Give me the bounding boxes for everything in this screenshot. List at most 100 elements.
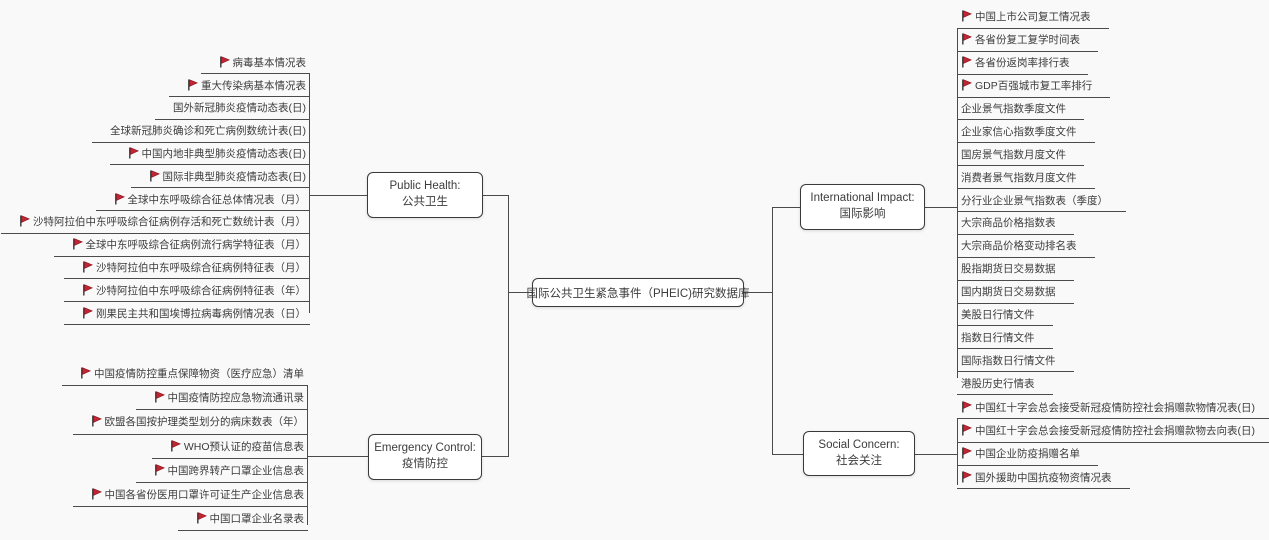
flag-icon [114,192,125,205]
leaf-item[interactable]: 中国疫情防控应急物流通讯录 [135,386,308,411]
leaf-label: 欧盟各国按护理类型划分的病床数表（年） [104,416,305,429]
flag-icon [961,470,972,483]
leaf-item[interactable]: 大宗商品价格变动排名表 [957,235,1095,258]
flag-icon [82,284,93,296]
leaf-item[interactable]: 指数日行情文件 [957,326,1053,350]
connector-emergency-mainrail [482,456,508,458]
branch-label-zh: 社会关注 [836,454,882,467]
leaf-item[interactable]: 美股日行情文件 [957,304,1053,327]
leaf-item[interactable]: 沙特阿拉伯中东呼吸综合征病例存活和死亡数统计表（月） [1,211,310,234]
leaf-label: 沙特阿拉伯中东呼吸综合征病例特征表（月） [96,261,306,274]
connector-emergency-leaves [308,456,368,458]
flag-icon [170,439,181,452]
connector-publichealth-mainrail [483,195,508,197]
leaf-item[interactable]: 欧盟各国按护理类型划分的病床数表（年） [72,410,308,435]
leaf-item[interactable]: 中国各省份医用口罩许可证生产企业信息表 [72,483,308,508]
branch-node-public-health[interactable]: Public Health: 公共卫生 [367,172,483,218]
rail-publichealth-leaves [309,73,311,313]
leaf-item[interactable]: 中国红十字会总会接受新冠疫情防控社会捐赠款物去向表(日) [957,419,1269,443]
leaf-item[interactable]: 企业景气指数季度文件 [957,98,1084,121]
branch-label-en: Public Health: [389,180,461,193]
leaf-item[interactable]: 港股历史行情表 [957,372,1053,396]
leaf-label: 沙特阿拉伯中东呼吸综合征病例存活和死亡数统计表（月） [33,216,306,229]
leaf-label: 中国各省份医用口罩许可证生产企业信息表 [104,489,305,502]
main-rail-left [507,195,509,457]
leaf-item[interactable]: 分行业企业景气指数表（季度） [957,189,1126,213]
leaf-item[interactable]: 中国内地非典型肺炎疫情动态表(日) [109,143,310,166]
flag-icon [91,488,102,500]
leaf-label: 中国内地非典型肺炎疫情动态表(日) [141,147,307,160]
leaf-item[interactable]: 国外新冠肺炎疫情动态表(日) [155,97,310,120]
leaf-label: 指数日行情文件 [961,331,1035,344]
leaf-item[interactable]: 国际指数日行情文件 [957,349,1074,373]
leaf-group-social-concern: 中国红十字会总会接受新冠疫情防控社会捐赠款物情况表(日) 中国红十字会总会接受新冠… [957,396,1269,490]
leaf-label: 重大传染病基本情况表 [201,79,306,92]
leaf-item[interactable]: 中国跨界转产口罩企业信息表 [135,459,308,483]
leaf-label: 国外援助中国抗疫物资情况表 [975,471,1112,484]
leaf-item[interactable]: 全球中东呼吸综合征病例流行病学特征表（月） [53,234,310,257]
branch-label-en: International Impact: [810,192,915,205]
leaf-item[interactable]: 中国口罩企业名录表 [177,507,308,532]
leaf-item[interactable]: 国外援助中国抗疫物资情况表 [957,466,1130,490]
leaf-item[interactable]: WHO预认证的疫苗信息表 [151,435,308,459]
leaf-label: 国际非典型肺炎疫情动态表(日) [162,170,307,183]
leaf-item[interactable]: 中国红十字会总会接受新冠疫情防控社会捐赠款物情况表(日) [957,396,1269,420]
leaf-item[interactable]: 国内期货日交易数据 [957,281,1074,304]
root-node-label: 国际公共卫生紧急事件（PHEIC)研究数据库 [526,287,750,300]
flag-icon [72,238,83,250]
flag-icon [82,306,93,319]
branch-label-zh: 疫情防控 [402,458,448,470]
leaf-item[interactable]: 消费者景气指数月度文件 [957,166,1095,190]
leaf-label: 全球中东呼吸综合征病例流行病学特征表（月） [85,239,307,252]
flag-icon [961,400,972,413]
leaf-item[interactable]: 国房景气指数月度文件 [957,143,1084,167]
leaf-item[interactable]: 全球新冠肺炎确诊和死亡病例数统计表(日) [92,120,310,143]
leaf-label: 中国口罩企业名录表 [209,513,305,526]
leaf-label: 病毒基本情况表 [232,56,307,69]
leaf-item[interactable]: 中国企业防疫捐赠名单 [957,443,1098,466]
leaf-item[interactable]: 重大传染病基本情况表 [169,74,310,97]
leaf-item[interactable]: 企业家信心指数季度文件 [957,120,1095,144]
flag-icon [128,147,139,159]
leaf-label: 分行业企业景气指数表（季度） [961,194,1108,207]
flag-icon [19,215,30,227]
flag-icon [961,33,972,45]
leaf-label: 中国企业防疫捐赠名单 [975,448,1080,461]
leaf-item[interactable]: 中国上市公司复工情况表 [957,6,1109,29]
flag-icon [961,79,972,91]
leaf-label: 国房景气指数月度文件 [961,148,1066,161]
leaf-item[interactable]: 股指期货日交易数据 [957,258,1074,281]
branch-label-en: Emergency Control: [374,442,476,455]
leaf-item[interactable]: 刚果民主共和国埃博拉病毒病例情况表（日） [64,302,310,325]
branch-node-international-impact[interactable]: International Impact: 国际影响 [800,184,925,230]
leaf-label: 中国红十字会总会接受新冠疫情防控社会捐赠款物情况表(日) [975,401,1255,414]
leaf-item[interactable]: 大宗商品价格指数表 [957,212,1074,235]
leaf-item[interactable]: 中国疫情防控重点保障物资（医疗应急）清单 [62,362,308,387]
leaf-label: 消费者景气指数月度文件 [961,171,1077,184]
leaf-item[interactable]: 各省份复工复学时间表 [957,29,1098,52]
branch-node-social-concern[interactable]: Social Concern: 社会关注 [803,431,915,476]
leaf-label: 国外新冠肺炎疫情动态表(日) [173,102,306,115]
leaf-item[interactable]: 各省份返岗率排行表 [957,52,1088,75]
branch-node-emergency-control[interactable]: Emergency Control: 疫情防控 [368,434,482,480]
leaf-item[interactable]: 病毒基本情况表 [200,51,310,75]
leaf-label: 全球中东呼吸综合征总体情况表（月） [127,193,307,206]
rail-intlimpact-leaves [957,28,959,378]
leaf-item[interactable]: 国际非典型肺炎疫情动态表(日) [130,165,310,189]
leaf-label: 刚果民主共和国埃博拉病毒病例情况表（日） [96,307,306,320]
rail-socialconcern-leaves [957,418,959,485]
leaf-item[interactable]: 沙特阿拉伯中东呼吸综合征病例特征表（月） [64,257,310,280]
root-node[interactable]: 国际公共卫生紧急事件（PHEIC)研究数据库 [527,278,750,307]
connector-root-mainrail-right [744,292,772,294]
leaf-item[interactable]: GDP百强城市复工率排行 [957,75,1111,98]
flag-icon [961,447,972,459]
leaf-label: 国际指数日行情文件 [961,354,1056,367]
main-rail-right [771,207,773,455]
leaf-label: 股指期货日交易数据 [961,263,1056,276]
leaf-item[interactable]: 沙特阿拉伯中东呼吸综合征病例特征表（年） [64,279,310,303]
connector-mainrail-intlimpact [772,207,800,209]
rail-emergency-leaves [307,385,309,525]
leaf-item[interactable]: 全球中东呼吸综合征总体情况表（月） [95,188,310,211]
leaf-label: 各省份复工复学时间表 [975,34,1080,47]
